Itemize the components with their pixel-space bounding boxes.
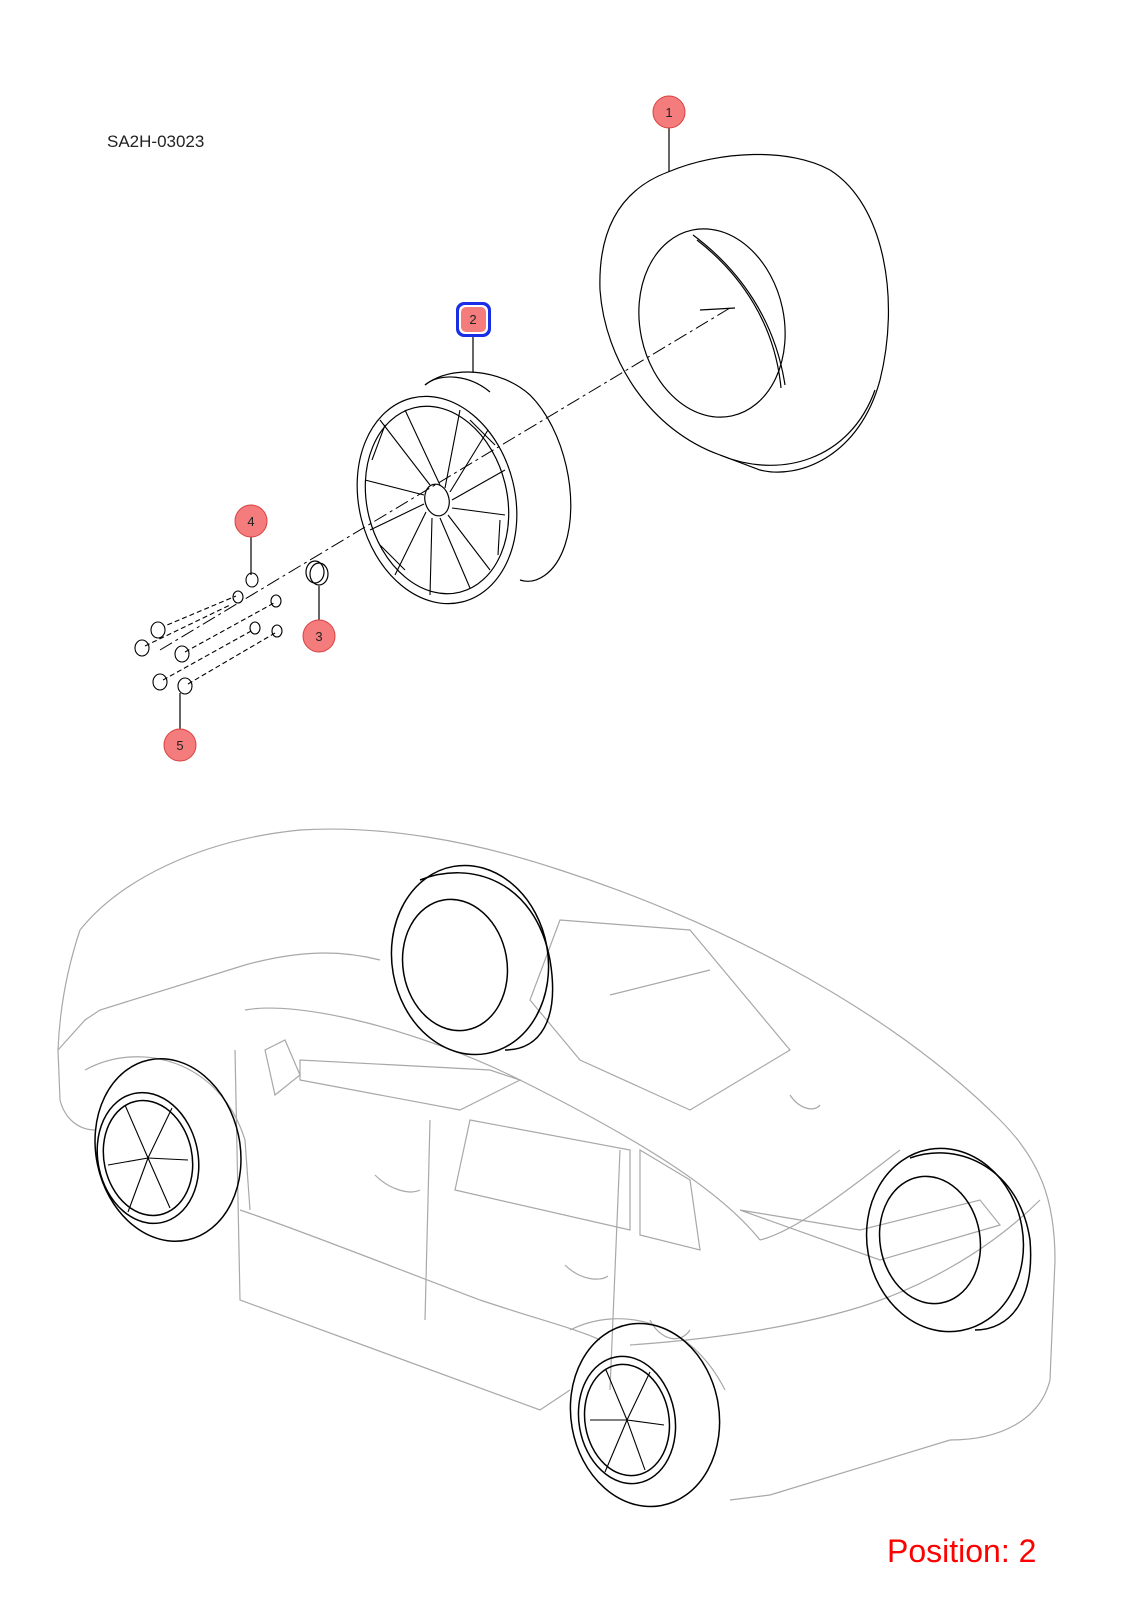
callout-4[interactable]: 4 — [234, 504, 268, 538]
position-label: Position: 2 — [887, 1533, 1037, 1569]
callout-4-label: 4 — [247, 514, 254, 529]
vehicle-outline — [57, 828, 1056, 1501]
vehicle-tyre-front-right — [390, 864, 554, 1056]
tyre-drawing — [599, 153, 889, 473]
callout-2-label: 2 — [469, 312, 476, 327]
axis-line — [159, 307, 731, 651]
callout-1[interactable]: 1 — [652, 95, 686, 129]
wheel-rim-drawing — [356, 371, 572, 605]
callout-2-selected[interactable]: 2 — [456, 302, 491, 337]
diagram-code: SA2H-03023 — [107, 132, 205, 151]
callout-1-label: 1 — [665, 105, 672, 120]
callout-3-label: 3 — [315, 629, 322, 644]
leader-lines — [179, 127, 670, 729]
vehicle-tyre-rear-right — [865, 1147, 1032, 1333]
vehicle-tyre-rear-left — [569, 1322, 721, 1508]
vehicle-tyre-front-left — [94, 1058, 242, 1242]
callout-5-label: 5 — [176, 738, 183, 753]
fasteners-drawing — [134, 572, 283, 695]
callout-3[interactable]: 3 — [302, 619, 336, 653]
callout-5[interactable]: 5 — [163, 728, 197, 762]
center-cap-drawing — [305, 560, 329, 586]
